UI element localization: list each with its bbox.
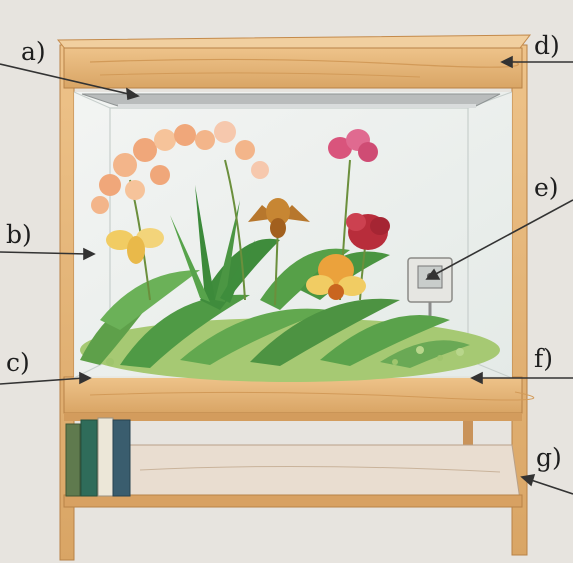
label-d: d): [534, 31, 560, 60]
label-e: e): [534, 173, 559, 202]
lower-shelf: [64, 445, 522, 507]
lower-rail: [64, 413, 522, 421]
books: [66, 418, 130, 496]
tray-board: [64, 377, 522, 413]
label-a: a): [21, 37, 46, 66]
label-c: c): [6, 348, 30, 377]
label-g: g): [536, 443, 562, 472]
label-b: b): [6, 220, 32, 249]
top-board: [64, 48, 522, 88]
leader-g: [528, 479, 573, 494]
label-f: f): [534, 344, 553, 373]
grow-light: [82, 94, 500, 108]
